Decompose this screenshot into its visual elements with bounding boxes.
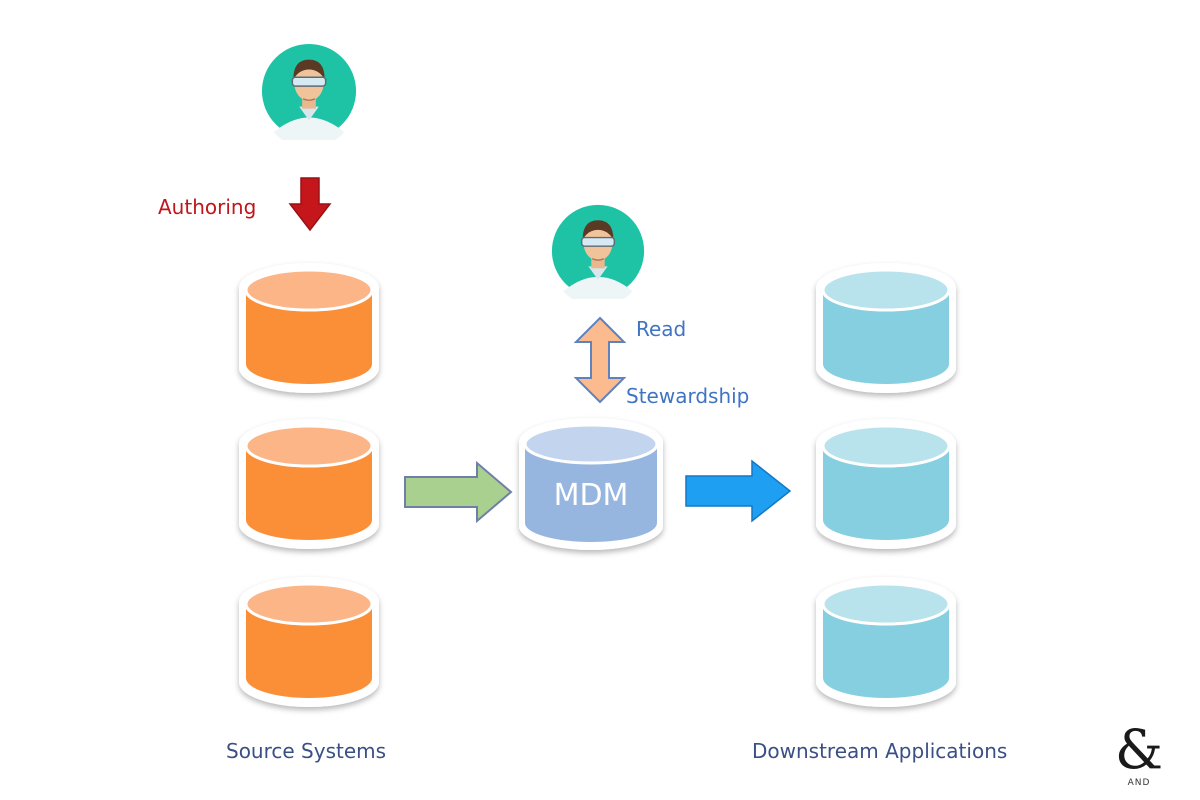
downstream-database-icon xyxy=(816,577,956,707)
stewardship-label: Stewardship xyxy=(626,384,750,408)
user-avatar-icon xyxy=(260,42,358,140)
logo-text: AND xyxy=(1127,778,1151,788)
source-systems-label: Source Systems xyxy=(226,739,387,763)
right-arrow-icon xyxy=(404,460,513,524)
source-database-icon xyxy=(239,577,379,707)
user-avatar-icon xyxy=(550,203,646,299)
double-arrow-icon xyxy=(573,316,627,404)
read-label: Read xyxy=(636,317,687,341)
logo-mark: & xyxy=(1114,718,1164,781)
brand-logo: & AND xyxy=(1112,722,1166,792)
source-database-icon xyxy=(239,263,379,393)
downstream-applications-label: Downstream Applications xyxy=(752,739,1008,763)
source-database-icon xyxy=(239,419,379,549)
down-arrow-icon xyxy=(288,177,332,232)
mdm-database-icon xyxy=(519,418,663,550)
authoring-label: Authoring xyxy=(158,195,257,219)
mdm-label: MDM xyxy=(553,478,629,513)
downstream-database-icon xyxy=(816,419,956,549)
right-arrow-icon xyxy=(685,459,792,523)
downstream-database-icon xyxy=(816,263,956,393)
